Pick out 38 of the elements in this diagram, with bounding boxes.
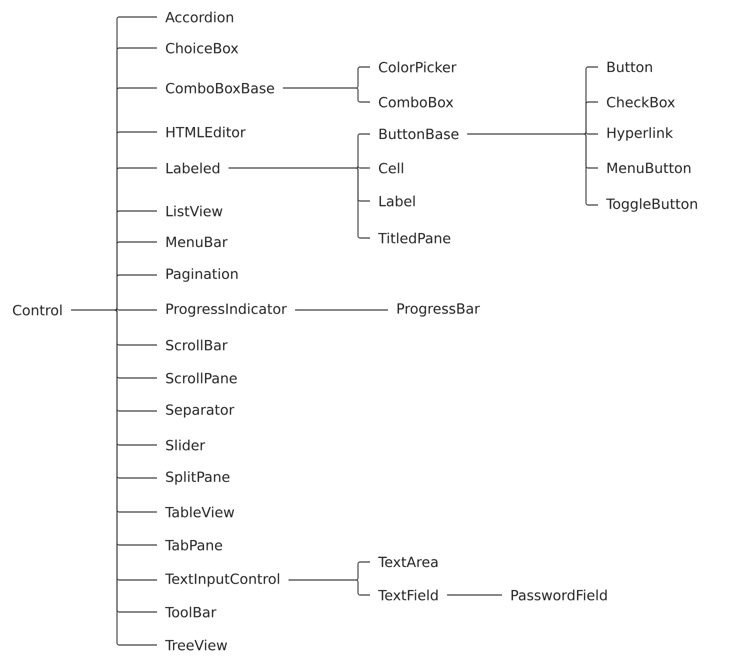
class-label: Button xyxy=(608,62,652,72)
class-label: Control xyxy=(13,304,62,316)
class-label: ProgressIndicator xyxy=(166,303,287,317)
class-label: TitledPane xyxy=(378,232,450,244)
class-label: TabPane xyxy=(165,540,222,550)
class-label: ComboBoxBase xyxy=(166,82,274,94)
class-label: Hyperlink xyxy=(608,127,673,141)
class-label: Pagination xyxy=(166,268,238,282)
class-label: PasswordField xyxy=(512,590,607,600)
class-label: ProgressBar xyxy=(398,303,480,317)
class-label: ListView xyxy=(166,206,222,216)
connector-line xyxy=(446,594,502,596)
class-label: ChoiceBox xyxy=(166,42,238,54)
class-label: TreeView xyxy=(165,640,228,650)
class-label: ButtonBase xyxy=(380,128,458,140)
class-label: CheckBox xyxy=(606,96,675,108)
class-label: Separator xyxy=(166,404,234,418)
class-label: ToolBar xyxy=(165,606,216,618)
class-label: Cell xyxy=(378,162,404,174)
class-label: SplitPane xyxy=(166,471,230,485)
class-label: ColorPicker xyxy=(378,62,456,72)
class-label: TextArea xyxy=(378,556,438,568)
class-label: Accordion xyxy=(165,12,234,22)
class-label: ComboBox xyxy=(378,96,454,108)
class-label: Labeled xyxy=(166,162,220,174)
class-label: TextField xyxy=(378,590,438,600)
class-label: MenuButton xyxy=(608,162,690,174)
class-label: TableView xyxy=(165,506,234,518)
class-label: ScrollBar xyxy=(166,340,228,350)
class-label: HTMLEditor xyxy=(166,126,246,138)
class-label: MenuBar xyxy=(166,236,228,248)
class-label: TextInputControl xyxy=(165,573,280,587)
class-label: Slider xyxy=(166,440,206,450)
connector-line xyxy=(282,88,370,102)
class-label: Label xyxy=(380,196,415,206)
connector-line xyxy=(288,580,370,596)
class-label: ToggleButton xyxy=(606,198,697,212)
class-label: ScrollPane xyxy=(166,372,237,384)
